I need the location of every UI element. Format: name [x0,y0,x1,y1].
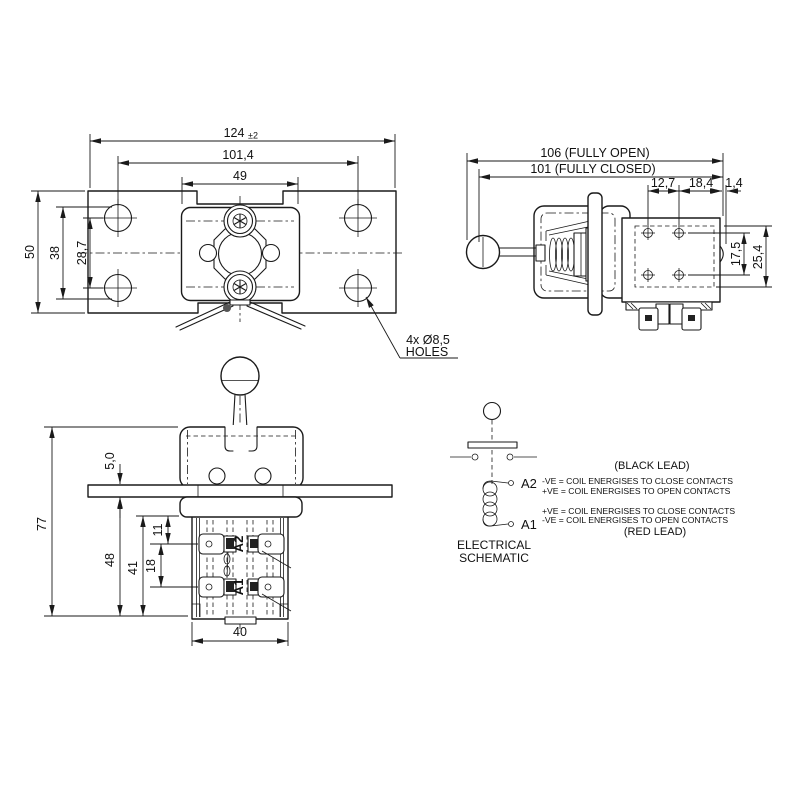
dim-overall-width-label: 124 [224,126,245,140]
front-view: A2 A1 77 5,0 48 [35,356,393,646]
schematic-caption-line2: SCHEMATIC [459,551,529,565]
front-flange [179,496,303,518]
schematic-caption-line1: ELECTRICAL [457,538,531,552]
schematic-contact-bridge [467,441,518,449]
dim-plate-height-label: 50 [23,245,37,259]
black-lead-note1: -VE = COIL ENERGISES TO CLOSE CONTACTS [542,476,733,486]
plan-screw-top [223,204,257,238]
dim-11-label: 11 [151,523,165,536]
dim-18-4-label: 18,4 [689,176,713,190]
dim-width-label: 40 [233,625,247,639]
terminal-a2-label: A2 [231,536,246,553]
dim-lower-height-label: 48 [103,553,117,567]
dim-17-5-label: 17,5 [729,242,743,266]
side-rear-block [621,217,721,303]
side-terminals [625,301,713,331]
dim-25-4-label: 25,4 [751,245,765,269]
side-mounting-flange [587,192,603,316]
dim-hole-pitch-label: 28,7 [75,241,89,265]
dim-fully-open-label: 106 (FULLY OPEN) [540,146,649,160]
dim-hole-span-label: 101,4 [222,148,253,162]
front-lower-body [191,515,289,620]
schematic-a1-label: A1 [521,517,537,532]
schematic-lever-ball [482,401,502,421]
plan-screw-bottom [223,270,257,304]
dim-18-label: 18 [144,559,158,573]
front-mounting-plate [87,484,393,498]
dim-fully-closed-label: 101 (FULLY CLOSED) [530,162,655,176]
side-dimensions: 106 (FULLY OPEN) 101 (FULLY CLOSED) 12,7… [466,146,772,288]
schematic-coil [482,480,514,527]
black-lead-label: (BLACK LEAD) [614,460,689,472]
black-lead-note2: +VE = COIL ENERGISES TO OPEN CONTACTS [542,486,731,496]
terminal-a1-label: A1 [231,579,246,596]
dim-1-4-label: 1,4 [725,176,742,190]
plan-dimensions: 124 ±2 101,4 49 50 38 28,7 4x Ø8, [23,126,458,359]
dim-12-7-label: 12,7 [651,176,675,190]
front-terminal-row-a2: A2 [198,533,285,555]
front-lever-ball [220,356,260,396]
red-lead-label: (RED LEAD) [624,526,686,538]
side-view: 106 (FULLY OPEN) 101 (FULLY CLOSED) 12,7… [465,146,772,331]
dim-overall-width-tolerance: ±2 [248,131,258,141]
plan-view: 124 ±2 101,4 49 50 38 28,7 4x Ø8, [23,126,458,359]
red-lead-note2: -VE = COIL ENERGISES TO OPEN CONTACTS [542,515,728,525]
dim-edge-label: 38 [48,246,62,260]
holes-note-line1: 4x Ø8,5 [406,333,450,347]
dim-plate-thickness-label: 5,0 [103,452,117,469]
side-hidden-holes [641,226,686,282]
holes-note-line2: HOLES [406,345,448,359]
lead-notes: (BLACK LEAD) -VE = COIL ENERGISES TO CLO… [542,460,735,538]
schematic-a2-label: A2 [521,476,537,491]
dim-total-height-label: 77 [35,517,49,531]
dim-body-height-label: 41 [126,561,140,575]
red-lead-note1: +VE = COIL ENERGISES TO CLOSE CONTACTS [542,506,735,516]
plan-mounting-holes [99,199,377,307]
electrical-schematic: A2 A1 ELECTRICAL SCHEMATIC [450,401,537,565]
front-terminal-row-a1: A1 [198,576,285,598]
dim-body-width-label: 49 [233,169,247,183]
side-lever [465,234,537,270]
front-dimensions: 77 5,0 48 41 11 18 40 [35,426,289,646]
plan-lead-wires [175,299,306,331]
